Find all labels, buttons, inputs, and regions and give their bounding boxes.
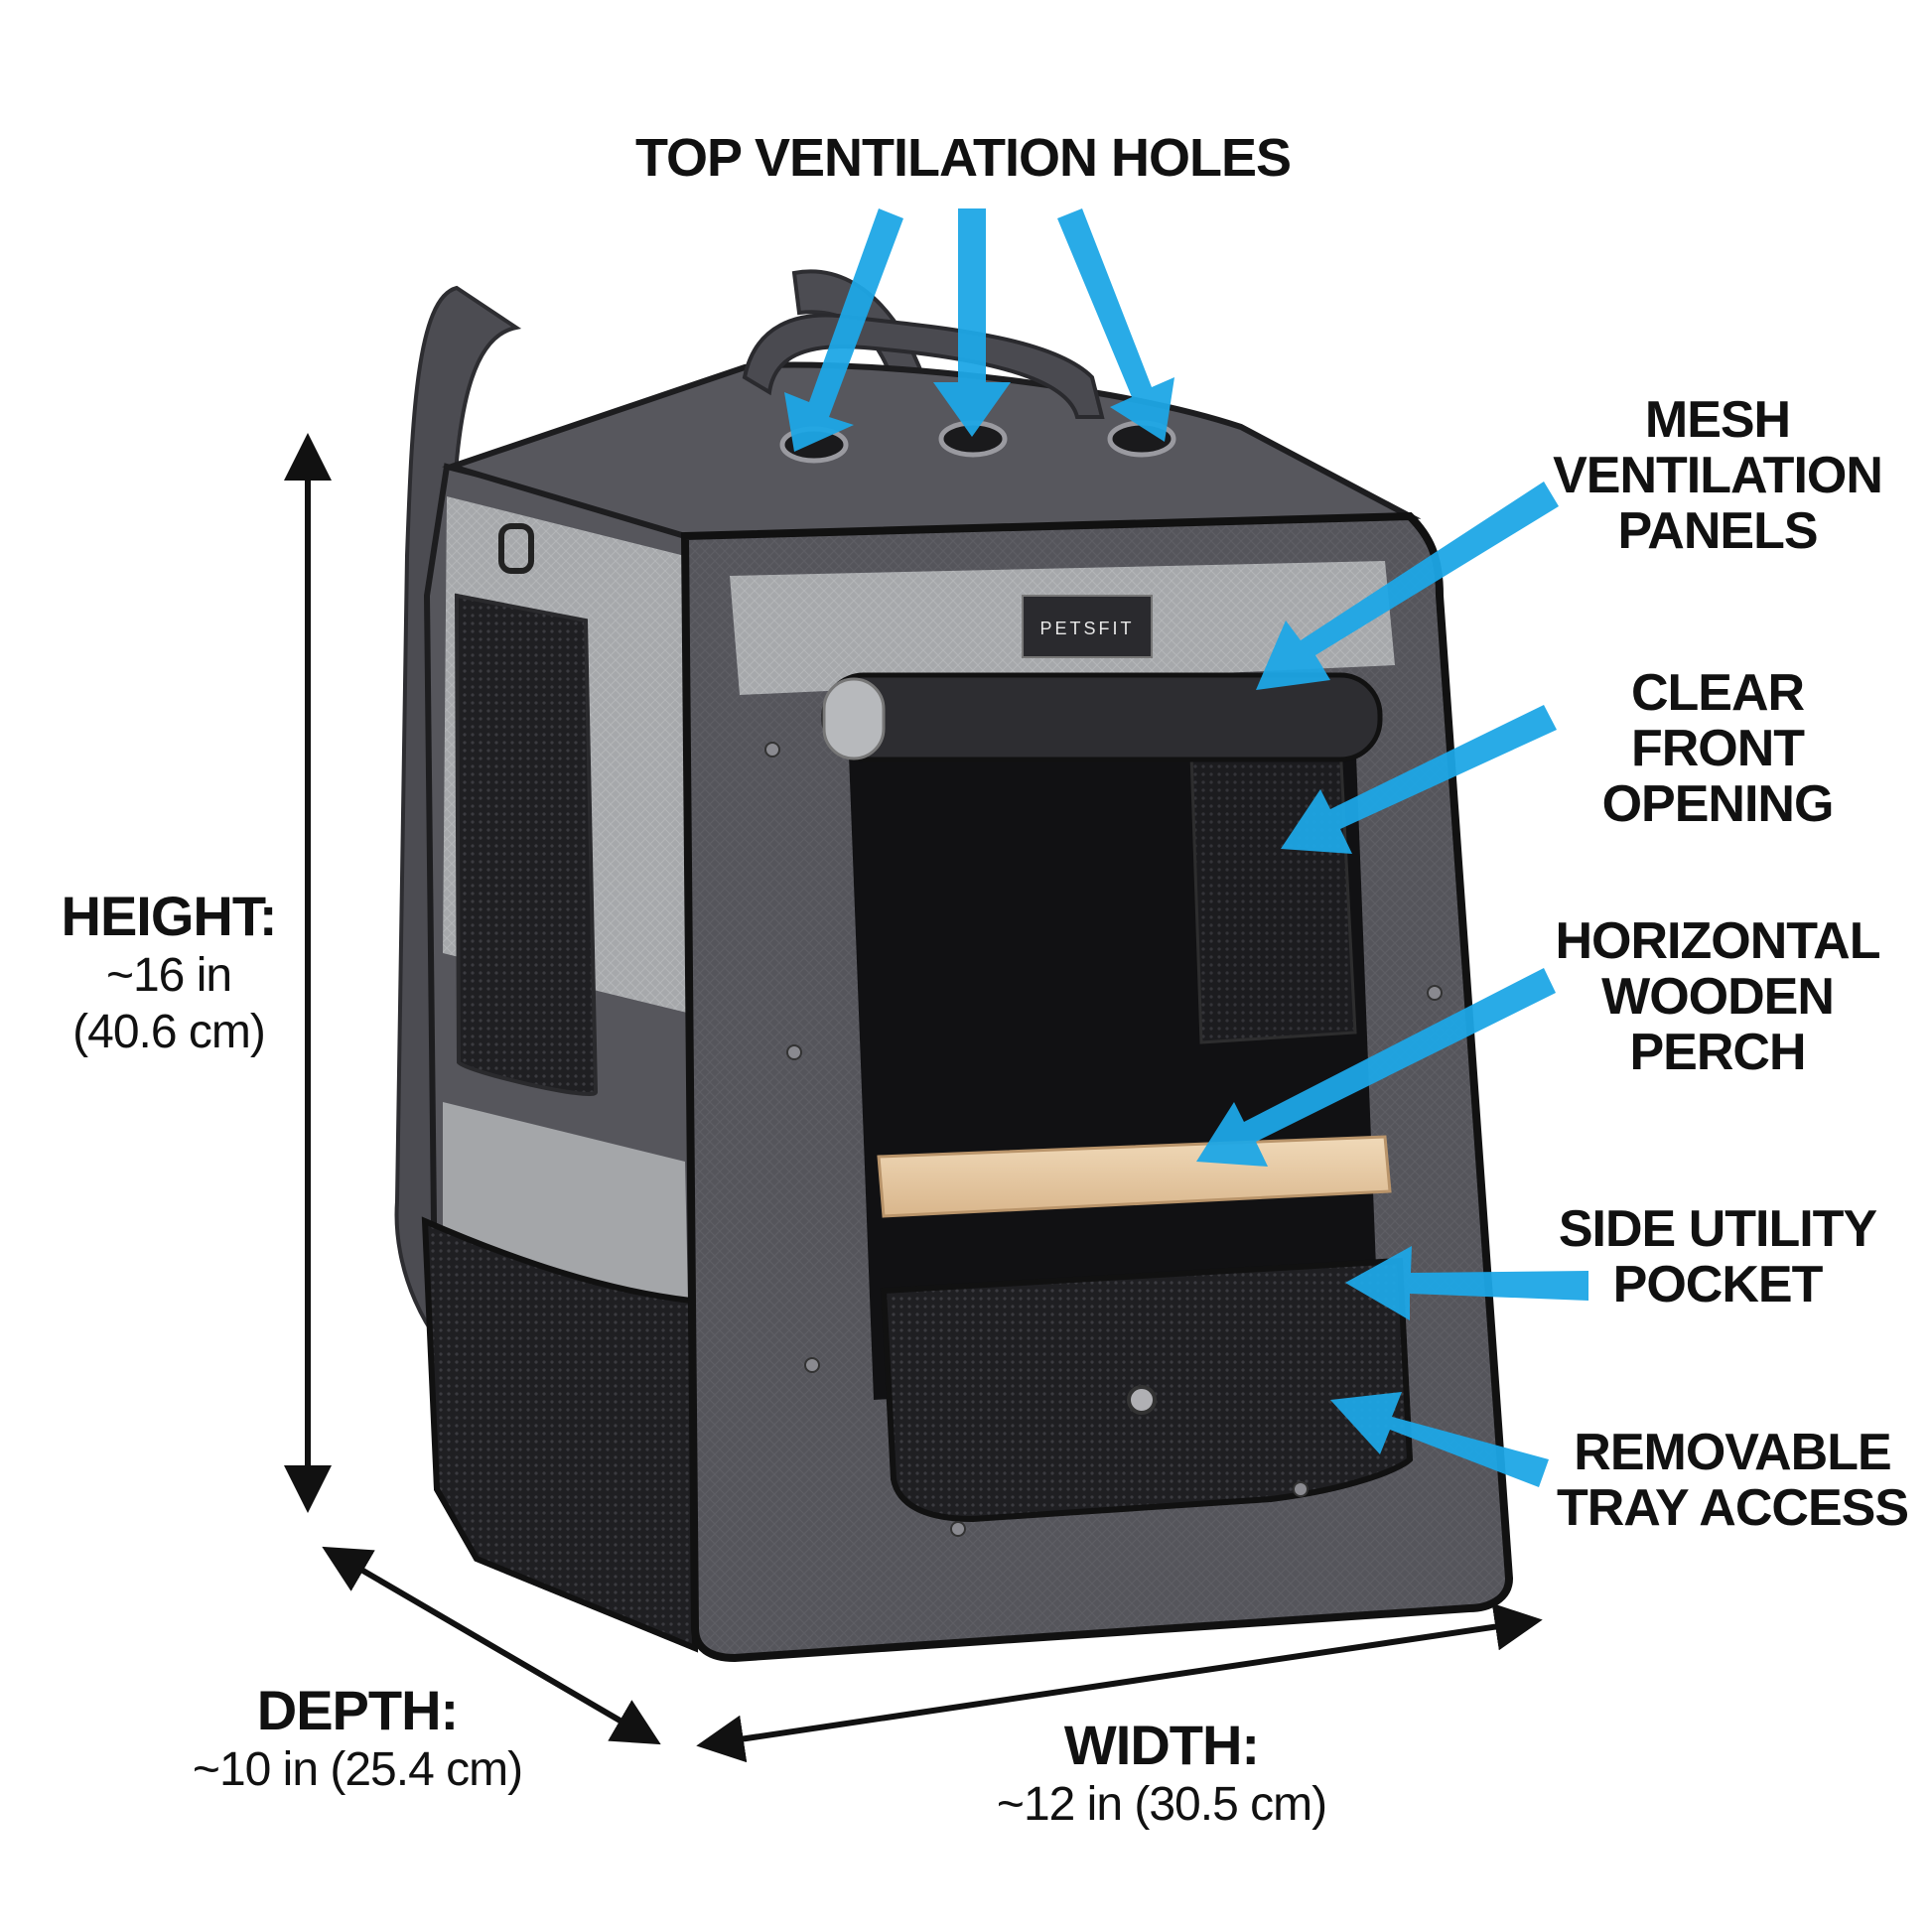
width-dimension-label: WIDTH: ~12 in (30.5 cm) (953, 1713, 1370, 1834)
label-line: PANELS (1617, 502, 1818, 561)
front-snap-rivets (764, 742, 1443, 1537)
label-line: REMOVABLE (1574, 1424, 1891, 1481)
tray-snap-button (1127, 1385, 1157, 1415)
dimension-value: ~10 in (25.4 cm) (192, 1743, 523, 1796)
dimension-metric: (40.6 cm) (72, 1005, 266, 1058)
top-panel (442, 361, 1422, 540)
label-line: CLEAR FRONT (1630, 664, 1805, 778)
dimension-heading: HEIGHT: (61, 885, 278, 947)
dimension-value: ~16 in (105, 949, 232, 1002)
depth-dimension-label: DEPTH: ~10 in (25.4 cm) (149, 1678, 566, 1799)
mesh-ventilation-panels-label: MESH VENTILATION PANELS (1549, 391, 1886, 561)
clear-front-opening-label: CLEAR FRONT OPENING (1544, 664, 1891, 834)
side-mesh-window (454, 593, 599, 1096)
horizontal-wooden-perch-label: HORIZONTAL WOODEN PERCH (1549, 912, 1886, 1082)
brand-logo-plate (1022, 595, 1153, 658)
callout-arrow-icon (784, 208, 1588, 1487)
label-line: VENTILATION (1553, 447, 1883, 505)
label-line: WOODEN (1601, 968, 1835, 1027)
label-line: PERCH (1629, 1024, 1806, 1082)
dimension-heading: DEPTH: (256, 1679, 459, 1741)
depth-dimension-arrow (322, 1546, 661, 1745)
label-line: TRAY ACCESS (1556, 1479, 1909, 1538)
height-dimension-label: HEIGHT: ~16 in (40.6 cm) (40, 884, 298, 1060)
label-line: MESH (1644, 391, 1791, 449)
label-line: HORIZONTAL (1555, 912, 1881, 970)
label-line: SIDE UTILITY (1558, 1200, 1877, 1258)
rolled-mesh-cover (821, 672, 1383, 762)
double-arrow-icon (284, 433, 1543, 1763)
width-dimension-arrow (696, 1602, 1543, 1763)
front-mesh-flap (1189, 743, 1357, 1044)
label-line: OPENING (1601, 775, 1835, 834)
brand-logo-text: PETSFIT (1039, 619, 1134, 638)
rolled-mesh-end (822, 677, 886, 760)
side-utility-pocket-label: SIDE UTILITY POCKET (1549, 1201, 1886, 1312)
dimension-value: ~12 in (30.5 cm) (996, 1778, 1327, 1831)
dimension-heading: WIDTH: (1063, 1714, 1260, 1776)
removable-tray-access-label: REMOVABLE TRAY ACCESS (1549, 1425, 1916, 1536)
label-line: POCKET (1612, 1256, 1824, 1314)
label-line: TOP VENTILATION HOLES (634, 128, 1292, 188)
side-d-ring (498, 523, 534, 574)
top-ventilation-holes-label: TOP VENTILATION HOLES (556, 128, 1370, 188)
